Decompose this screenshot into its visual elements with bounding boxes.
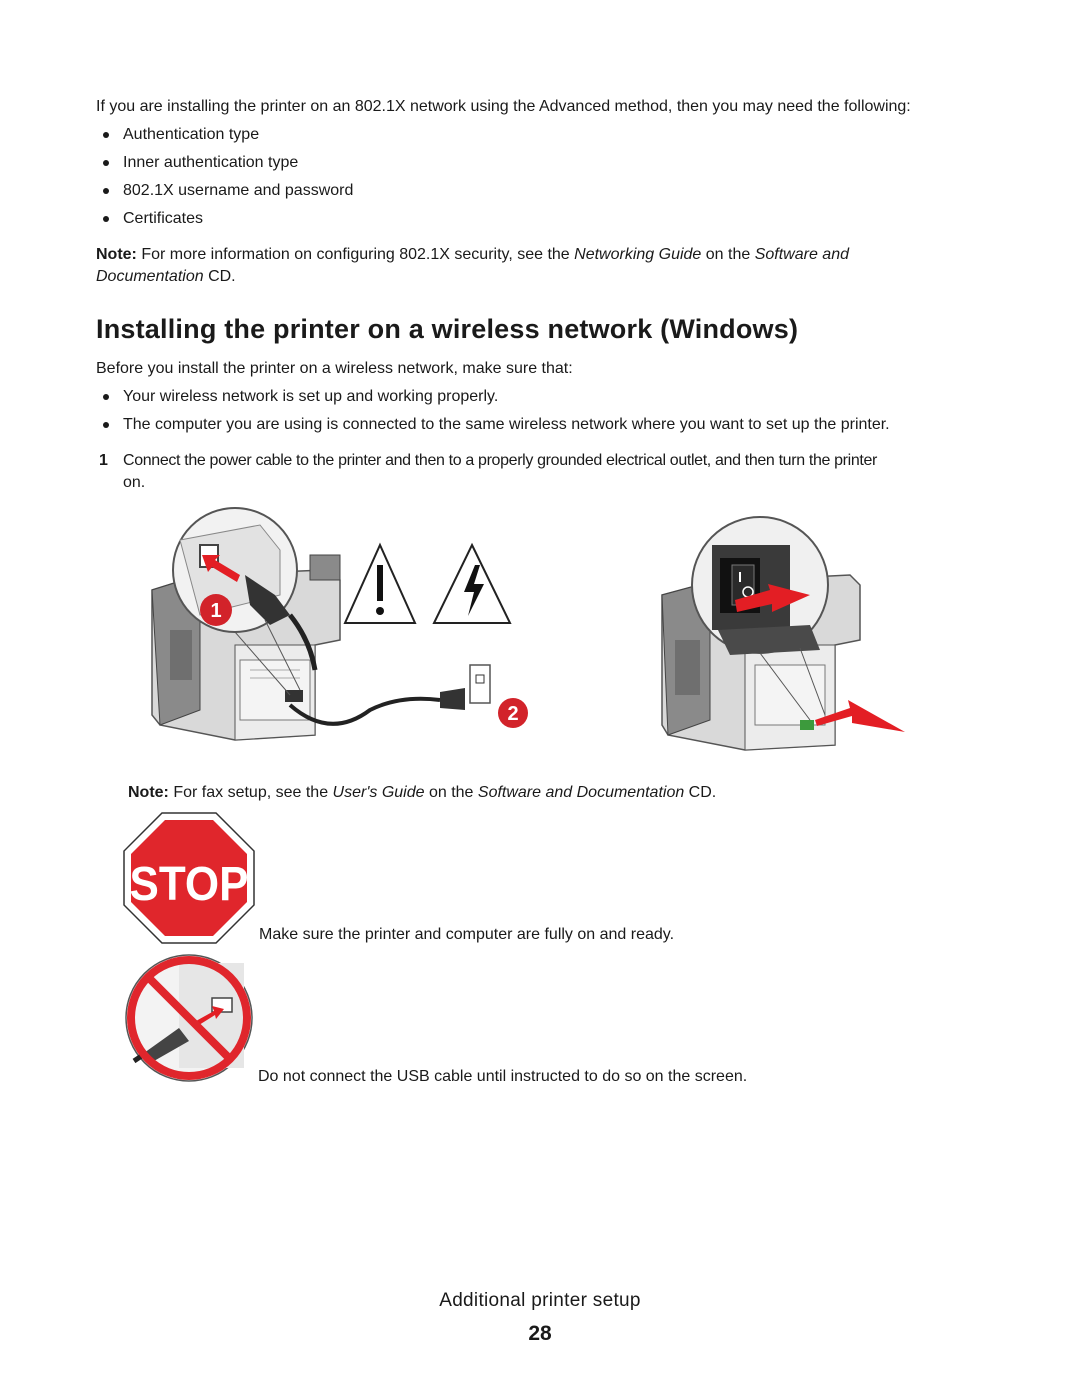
usb-text: Do not connect the USB cable until instr… <box>258 1068 748 1085</box>
note-text: CD. <box>684 784 717 801</box>
note-text: CD. <box>203 268 236 285</box>
note-networking-line2: Documentation CD. <box>96 266 236 288</box>
doc-title: Software and <box>754 246 849 263</box>
page-number: 28 <box>528 1322 552 1345</box>
section-bullet: Your wireless network is set up and work… <box>123 388 499 405</box>
doc-title: Software and Documentation <box>477 784 685 801</box>
step-number: 1 <box>99 452 108 469</box>
electric-hazard-icon <box>432 542 512 624</box>
power-switch-zoom <box>691 516 829 721</box>
note-label: Note: <box>128 784 169 801</box>
note-text: For more information on configuring 802.… <box>136 246 575 263</box>
intro-bullet: Authentication type <box>123 126 260 143</box>
bullet-dot <box>103 132 109 138</box>
callout-1: 1 <box>200 594 232 626</box>
callout-number: 2 <box>507 703 518 725</box>
step-text: Connect the power cable to the printer a… <box>123 452 878 469</box>
bullet-dot <box>103 216 109 222</box>
bullet-dot <box>103 160 109 166</box>
warning-icon <box>343 542 417 624</box>
intro-bullet: Inner authentication type <box>123 154 299 171</box>
note-label: Note: <box>96 246 137 263</box>
section-bullet: The computer you are using is connected … <box>123 416 890 433</box>
doc-title: Networking Guide <box>574 246 702 263</box>
arrow-icon <box>196 1006 224 1025</box>
callout-2: 2 <box>498 698 528 728</box>
stop-sign-text: STOP <box>129 856 248 910</box>
printer-power-illustration: 1 2 <box>151 507 528 741</box>
bullet-dot <box>103 188 109 194</box>
doc-title: User's Guide <box>332 784 425 801</box>
bullet-dot <box>103 394 109 400</box>
section-heading: Installing the printer on a wireless net… <box>96 314 799 344</box>
wall-outlet-icon <box>440 664 491 710</box>
note-text: on the <box>424 784 478 801</box>
footer-section: Additional printer setup <box>439 1290 641 1311</box>
arrow-icon <box>202 555 240 582</box>
intro-bullet: Certificates <box>123 210 204 227</box>
usb-cable-icon <box>144 1028 189 1061</box>
note-text: on the <box>701 246 755 263</box>
intro-text: If you are installing the printer on an … <box>96 98 911 115</box>
stop-sign-icon: STOP <box>123 812 255 944</box>
arrow-icon <box>735 584 810 612</box>
bullet-dot <box>103 422 109 428</box>
no-usb-icon <box>125 954 253 1082</box>
printer-switch-illustration <box>661 516 905 751</box>
note-fax: Note: For fax setup, see the User's Guid… <box>128 782 716 804</box>
step-text-line2: on. <box>123 474 146 491</box>
doc-title: Documentation <box>96 268 204 285</box>
arrow-icon <box>815 700 905 732</box>
intro-bullet: 802.1X username and password <box>123 182 354 199</box>
note-text: For fax setup, see the <box>168 784 333 801</box>
ready-text: Make sure the printer and computer are f… <box>259 926 675 943</box>
note-networking: Note: For more information on configurin… <box>96 244 849 266</box>
callout-number: 1 <box>210 600 221 622</box>
section-lead: Before you install the printer on a wire… <box>96 360 573 377</box>
